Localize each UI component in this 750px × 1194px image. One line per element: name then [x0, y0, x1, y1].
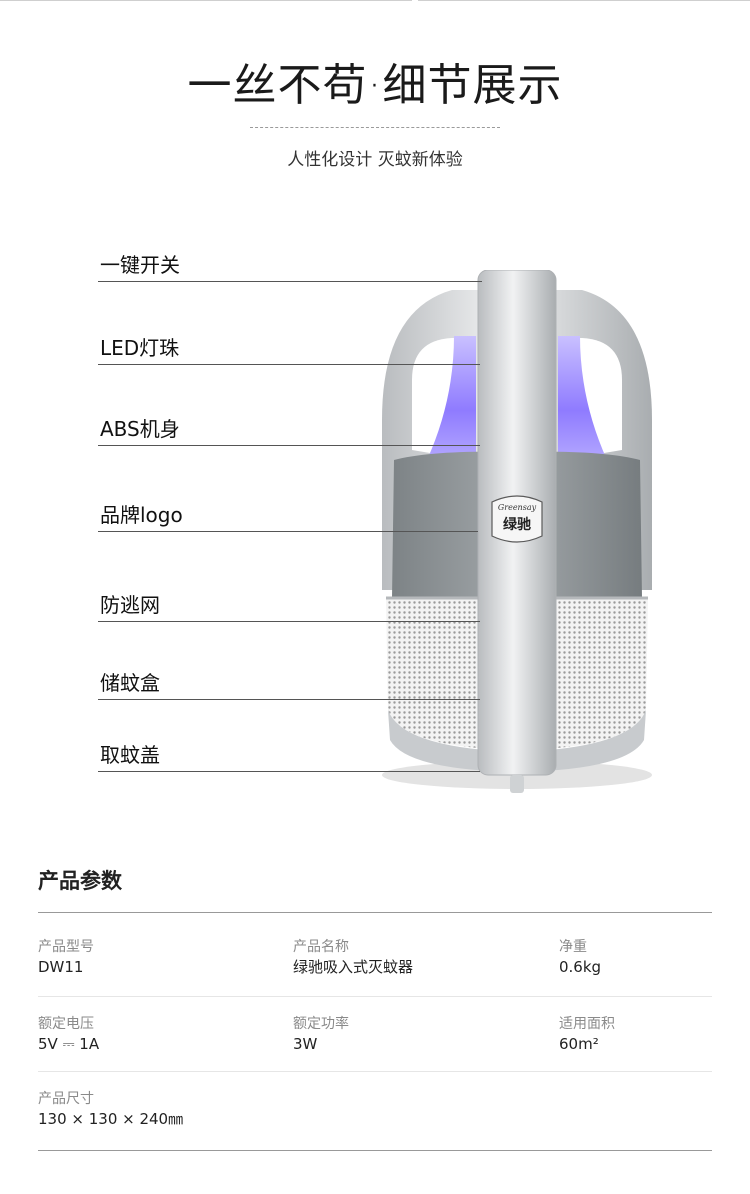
callout-label: 品牌logo: [100, 503, 183, 527]
callout-leader-line: [98, 621, 480, 622]
param-name: 产品名称 绿驰吸入式灭蚊器: [293, 937, 413, 977]
param-weight: 净重 0.6kg: [559, 937, 601, 977]
callout-leader-line: [98, 531, 478, 532]
param-label: 额定电压: [38, 1016, 94, 1032]
param-value: 0.6kg: [559, 958, 602, 976]
callout-leader-line: [98, 364, 480, 365]
param-voltage: 额定电压 5V ⎓ 1A: [38, 1014, 99, 1054]
param-value: 5V ⎓ 1A: [38, 1035, 100, 1053]
param-value: 绿驰吸入式灭蚊器: [293, 958, 414, 976]
param-label: 适用面积: [559, 1016, 615, 1032]
callout-label: LED灯珠: [100, 336, 180, 360]
params-title: 产品参数: [38, 869, 122, 893]
callout-leader-line: [98, 771, 480, 772]
callout-leader-line: [98, 281, 482, 282]
param-size: 产品尺寸 130 × 130 × 240㎜: [38, 1089, 183, 1129]
title-divider: [250, 127, 500, 128]
param-label: 产品名称: [293, 939, 349, 955]
logo-main: 绿驰: [503, 516, 531, 533]
callout-leader-line: [98, 699, 480, 700]
top-border-right: [418, 0, 750, 1]
page-subtitle: 人性化设计 灭蚊新体验: [287, 150, 463, 170]
param-value: 60m²: [559, 1035, 599, 1053]
param-label: 额定功率: [293, 1016, 349, 1032]
param-area: 适用面积 60m²: [559, 1014, 615, 1054]
param-label: 产品型号: [38, 939, 94, 955]
callout-escape-net: 防逃网: [98, 582, 480, 622]
params-top-rule: [38, 912, 712, 913]
mosquito-killer-image: Greensay 绿驰: [372, 270, 662, 800]
param-power: 额定功率 3W: [293, 1014, 349, 1054]
callout-label: 储蚊盒: [100, 671, 160, 695]
callout-label: 取蚊盖: [100, 743, 160, 767]
param-model: 产品型号 DW11: [38, 937, 94, 977]
param-value: 3W: [293, 1035, 318, 1053]
callout-label: 一键开关: [100, 253, 180, 277]
params-row-divider: [38, 1071, 712, 1072]
params-row-divider: [38, 996, 712, 997]
logo-script: Greensay: [498, 503, 537, 512]
callout-leader-line: [98, 445, 480, 446]
callout-power-switch: 一键开关: [98, 242, 482, 282]
callout-brand-logo: 品牌logo: [98, 492, 478, 532]
callout-storage-box: 储蚊盒: [98, 660, 480, 700]
callout-abs-body: ABS机身: [98, 406, 480, 446]
callout-led: LED灯珠: [98, 325, 480, 365]
params-bottom-rule: [38, 1150, 712, 1151]
param-label: 产品尺寸: [38, 1091, 94, 1107]
param-value: 130 × 130 × 240㎜: [38, 1110, 184, 1128]
page-title: 一丝不苟·细节展示: [187, 60, 563, 111]
callout-label: ABS机身: [100, 417, 180, 441]
top-border-left: [0, 0, 412, 1]
param-value: DW11: [38, 958, 84, 976]
callout-label: 防逃网: [100, 593, 160, 617]
param-label: 净重: [559, 939, 587, 955]
callout-removal-cover: 取蚊盖: [98, 732, 480, 772]
